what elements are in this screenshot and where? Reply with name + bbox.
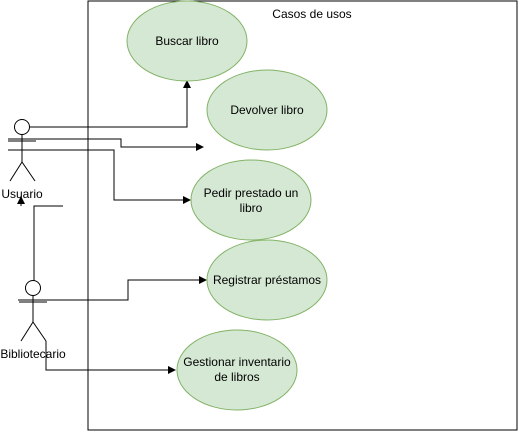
use-case-label: Buscar libro: [155, 34, 219, 48]
use-case-label-line-1: Gestionar inventario: [183, 355, 291, 369]
stick-figure-icon: [8, 119, 36, 182]
actor-label: Usuario: [1, 187, 43, 201]
system-boundary-title: Casos de usos: [272, 7, 351, 21]
stick-figure-icon: [19, 280, 47, 342]
use-case-label-line-1: Pedir prestado un: [204, 186, 299, 200]
use-case-label-line-2: libro: [240, 201, 263, 215]
actor-usuario[interactable]: Usuario: [1, 119, 43, 202]
connector-bibliotecario-registrar[interactable]: [18, 276, 207, 301]
use-case-devolver-libro[interactable]: Devolver libro: [206, 69, 328, 151]
actor-label: Bibliotecario: [0, 347, 66, 361]
use-case-label: Registrar préstamos: [213, 273, 321, 287]
use-case-pedir-prestado[interactable]: Pedir prestado un libro: [190, 159, 312, 241]
connectors: [8, 80, 207, 374]
use-case-buscar-libro[interactable]: Buscar libro: [126, 0, 248, 82]
use-case-label-line-2: de libros: [214, 370, 259, 384]
use-case-registrar-prestamos[interactable]: Registrar préstamos: [206, 239, 328, 321]
connector-bibliotecario-usuario[interactable]: [33, 205, 63, 281]
connector-usuario-buscar[interactable]: [30, 80, 191, 128]
connector-usuario-devolver[interactable]: [8, 138, 204, 151]
use-case-label: Devolver libro: [230, 103, 304, 117]
actor-bibliotecario[interactable]: Bibliotecario: [0, 280, 66, 362]
connector-bibliotecario-gestionar[interactable]: [45, 341, 176, 374]
use-case-gestionar-inventario[interactable]: Gestionar inventario de libros: [176, 329, 298, 411]
connector-usuario-pedir[interactable]: [8, 149, 191, 204]
